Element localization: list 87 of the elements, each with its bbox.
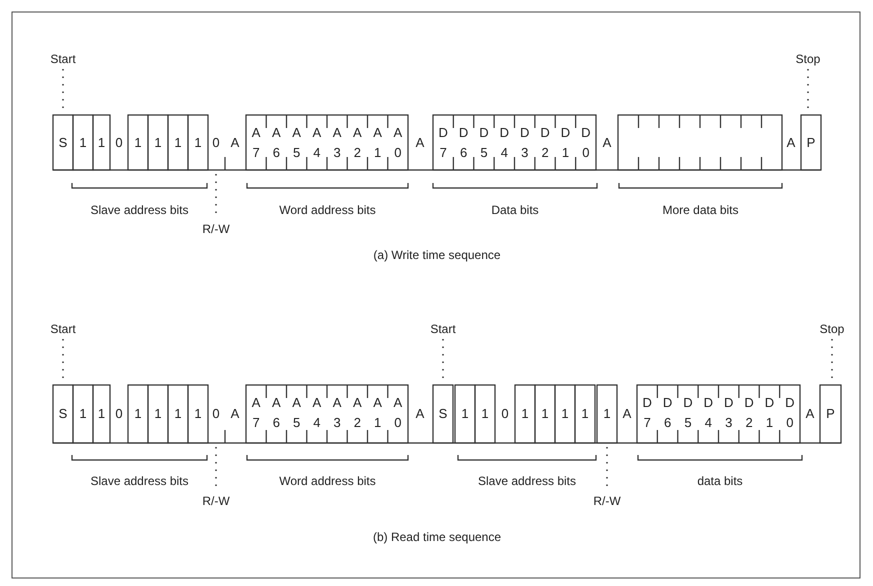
bit-label: 1 — [78, 406, 88, 422]
bit-label: A 6 — [271, 124, 282, 162]
bit-label: D 2 — [743, 394, 755, 432]
bit-label: A 4 — [312, 394, 322, 432]
bit-label: S — [58, 406, 68, 422]
bit-label: D 3 — [518, 124, 530, 162]
field-label: Word address bits — [279, 474, 376, 488]
bit-label: A — [230, 134, 240, 150]
bit-label: 1 — [133, 134, 143, 150]
bit-label: 0 — [114, 406, 124, 422]
bit-label: P — [825, 406, 836, 422]
bit-label: D 2 — [539, 124, 551, 162]
bit-label: 1 — [96, 134, 106, 150]
bit-label: A — [804, 406, 816, 422]
bit-label: D 7 — [437, 124, 449, 162]
field-label: Word address bits — [279, 203, 376, 217]
field-label: More data bits — [662, 203, 739, 217]
bit-label: A 3 — [332, 394, 342, 432]
bit-label: D 0 — [580, 124, 592, 162]
marker-label: Stop — [820, 322, 844, 336]
field-label: Data bits — [491, 203, 539, 217]
marker-label: Start — [430, 322, 456, 336]
bit-label: D 7 — [641, 394, 653, 432]
bit-label: S — [438, 406, 448, 422]
bit-label: 1 — [460, 406, 470, 422]
bit-label: 1 — [173, 134, 183, 150]
bit-label: 1 — [520, 406, 530, 422]
field-label: Slave address bits — [478, 474, 576, 488]
bit-label: A — [786, 134, 796, 150]
marker-label: Stop — [796, 52, 820, 66]
bit-label: 1 — [153, 406, 163, 422]
bit-label: A — [602, 134, 612, 150]
bit-label: 1 — [193, 134, 203, 150]
bit-label: A 7 — [250, 124, 262, 162]
figure-caption: (b) Read time sequence — [372, 530, 502, 544]
signal-label: R/-W — [593, 494, 621, 508]
bit-label: 1 — [540, 406, 550, 422]
bit-label: A 5 — [291, 124, 302, 162]
bit-label: A 7 — [250, 394, 262, 432]
bit-label: A — [414, 406, 426, 422]
figure-caption: (a) Write time sequence — [373, 248, 501, 262]
bit-label: 0 — [211, 406, 221, 422]
field-label: Slave address bits — [90, 203, 189, 217]
bit-label: D 0 — [784, 394, 796, 432]
bit-label: A — [414, 134, 426, 150]
bit-label: 1 — [580, 406, 590, 422]
bit-label: A 1 — [372, 124, 383, 162]
marker-label: Start — [50, 322, 76, 336]
bit-label: A 1 — [372, 394, 383, 432]
bit-label: 1 — [480, 406, 490, 422]
bit-label: 1 — [96, 406, 106, 422]
bit-label: S — [58, 134, 68, 150]
signal-label: R/-W — [202, 222, 230, 236]
bit-label: D 1 — [764, 394, 776, 432]
bit-label: 1 — [153, 134, 163, 150]
bit-label: A 0 — [392, 394, 404, 432]
marker-label: Start — [50, 52, 76, 66]
bit-label: A 2 — [352, 124, 363, 162]
bit-label: 0 — [114, 134, 124, 150]
bit-label: 0 — [211, 134, 221, 150]
bit-label: D 6 — [458, 124, 470, 162]
bit-label: 1 — [173, 406, 183, 422]
bit-label: A 0 — [392, 124, 404, 162]
bit-label: P — [806, 134, 816, 150]
bit-label: 1 — [602, 406, 612, 422]
bit-label: A 5 — [291, 394, 302, 432]
bit-label: 1 — [133, 406, 143, 422]
bit-label: 1 — [193, 406, 203, 422]
bit-label: D 5 — [682, 394, 694, 432]
bit-label: D 4 — [702, 394, 714, 432]
bit-label: 0 — [500, 406, 510, 422]
bit-label: A 3 — [332, 124, 342, 162]
bit-label: A 4 — [312, 124, 322, 162]
field-label: Slave address bits — [90, 474, 189, 488]
bit-label: A 6 — [271, 394, 282, 432]
bit-label: 1 — [560, 406, 570, 422]
bit-label: A — [230, 406, 240, 422]
field-label: data bits — [697, 474, 743, 488]
bit-label: D 4 — [498, 124, 510, 162]
bit-label: 1 — [78, 134, 88, 150]
bit-label: D 5 — [478, 124, 490, 162]
bit-label: D 6 — [662, 394, 674, 432]
bit-label: D 3 — [722, 394, 734, 432]
signal-label: R/-W — [202, 494, 230, 508]
bit-label: A 2 — [352, 394, 363, 432]
bit-label: D 1 — [560, 124, 572, 162]
bit-label: A — [622, 406, 632, 422]
